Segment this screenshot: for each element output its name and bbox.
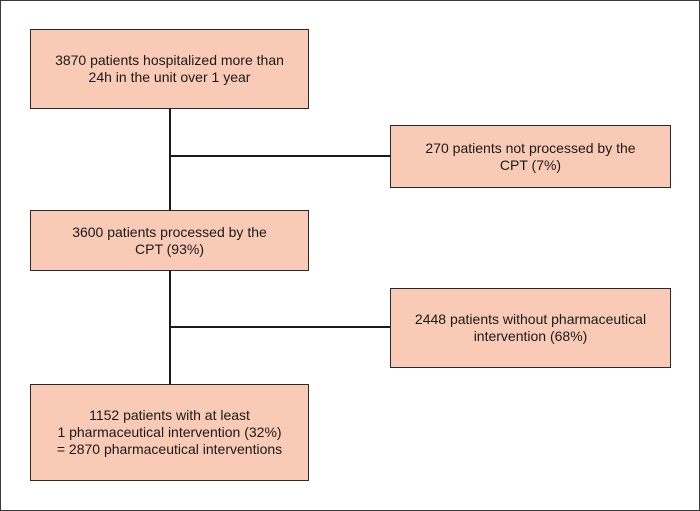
box-line: 3870 patients hospitalized more than <box>55 52 284 68</box>
box-intervention-patients: 1152 patients with at least 1 pharmaceut… <box>30 384 309 481</box>
box-line: = 2870 pharmaceutical interventions <box>56 441 283 457</box>
box-hospitalized-patients: 3870 patients hospitalized more than 24h… <box>30 29 309 109</box>
connector-branch-2 <box>170 326 391 328</box>
box-line: 1152 patients with at least <box>89 407 250 423</box>
box-line: 270 patients not processed by the <box>425 139 636 156</box>
box-not-processed-patients: 270 patients not processed by the CPT (7… <box>390 125 671 188</box>
box-line: CPT (7%) <box>499 156 562 173</box>
box-line: intervention (68%) <box>473 328 588 344</box>
box-line: 3600 patients processed by the <box>72 223 267 240</box>
connector-branch-1 <box>170 155 391 157</box>
box-line: 24h in the unit over 1 year <box>88 69 251 85</box>
box-line: 1 pharmaceutical intervention (32%) <box>57 424 282 440</box>
box-processed-patients: 3600 patients processed by the CPT (93%) <box>30 210 309 271</box>
connector-main-upper <box>169 108 171 211</box>
box-line: 2448 patients without pharmaceutical <box>414 311 647 327</box>
box-line: CPT (93%) <box>135 240 204 257</box>
box-no-intervention-patients: 2448 patients without pharmaceutical int… <box>390 288 671 368</box>
